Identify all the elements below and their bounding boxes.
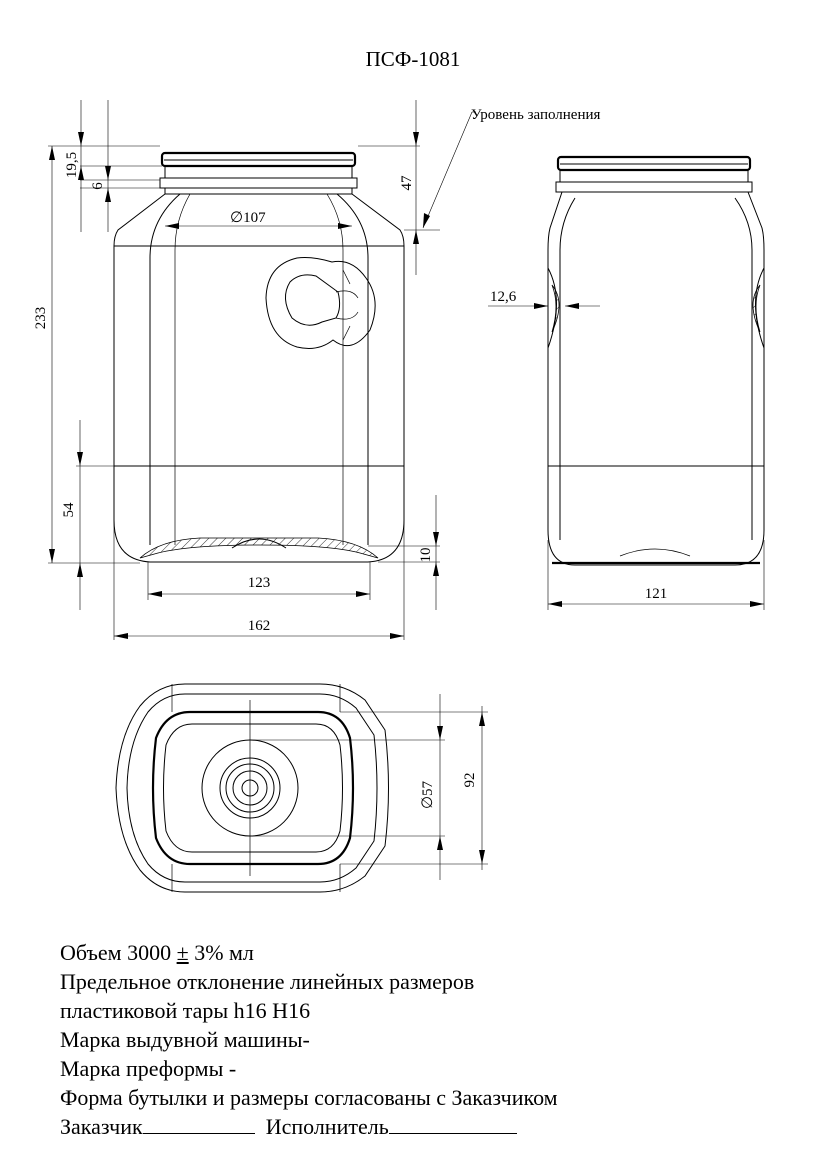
dim-handle-depth-label: 12,6: [490, 289, 517, 305]
dim-side-width-label: 121: [645, 586, 668, 602]
dim-mouth-value: 57: [420, 780, 436, 796]
dim-shoulder-value: 107: [243, 210, 266, 226]
preform-line: Марка преформы -: [60, 1056, 237, 1081]
side-view: 12,6 121: [488, 155, 765, 610]
front-dimensions: 233 19,5 6 47 Уровень заполнения ∅107 54: [33, 100, 601, 640]
dim-body-width-label: 162: [248, 618, 271, 634]
customer-label: Заказчик: [60, 1114, 143, 1139]
tolerance-line-1: Предельное отклонение линейных размеров: [60, 969, 475, 994]
dim-top-depth-label: 92: [462, 773, 478, 788]
diameter-symbol-top: ∅: [420, 796, 436, 809]
volume-suffix: 3% мл: [188, 940, 254, 965]
dim-neck-ring-label: 6: [90, 182, 106, 190]
plus-minus: ±: [176, 940, 189, 965]
volume-line: Объем 3000 ± 3% мл: [60, 938, 558, 967]
dim-mouth-label: ∅57: [420, 780, 436, 809]
tolerance-line-2: пластиковой тары h16 H16: [60, 998, 311, 1023]
signature-line: Заказчик Исполнитель: [60, 1112, 558, 1141]
dim-233-label: 233: [33, 307, 49, 330]
contractor-label: Исполнитель: [265, 1114, 389, 1139]
dim-neck-top-label: 19,5: [64, 152, 80, 178]
diameter-symbol: ∅: [230, 210, 243, 226]
dim-lower-band-label: 54: [61, 502, 77, 518]
drawing-title: ПСФ-1081: [366, 47, 461, 71]
dim-shoulder-label: ∅107: [230, 210, 266, 226]
dim-fill-depth-label: 47: [399, 175, 415, 191]
dim-base-recess-label: 10: [418, 548, 434, 563]
notes-block: Объем 3000 ± 3% мл Предельное отклонение…: [60, 938, 558, 1141]
customer-signature-blank: [142, 1113, 255, 1134]
contractor-signature-blank: [388, 1113, 517, 1134]
fill-level-label: Уровень заполнения: [471, 107, 601, 123]
top-view: ∅57 92: [115, 683, 488, 893]
agreed-line: Форма бутылки и размеры согласованы с За…: [60, 1085, 558, 1110]
dim-base-width-label: 123: [248, 575, 271, 591]
volume-prefix: Объем 3000: [60, 940, 177, 965]
blow-machine-line: Марка выдувной машины-: [60, 1027, 310, 1052]
